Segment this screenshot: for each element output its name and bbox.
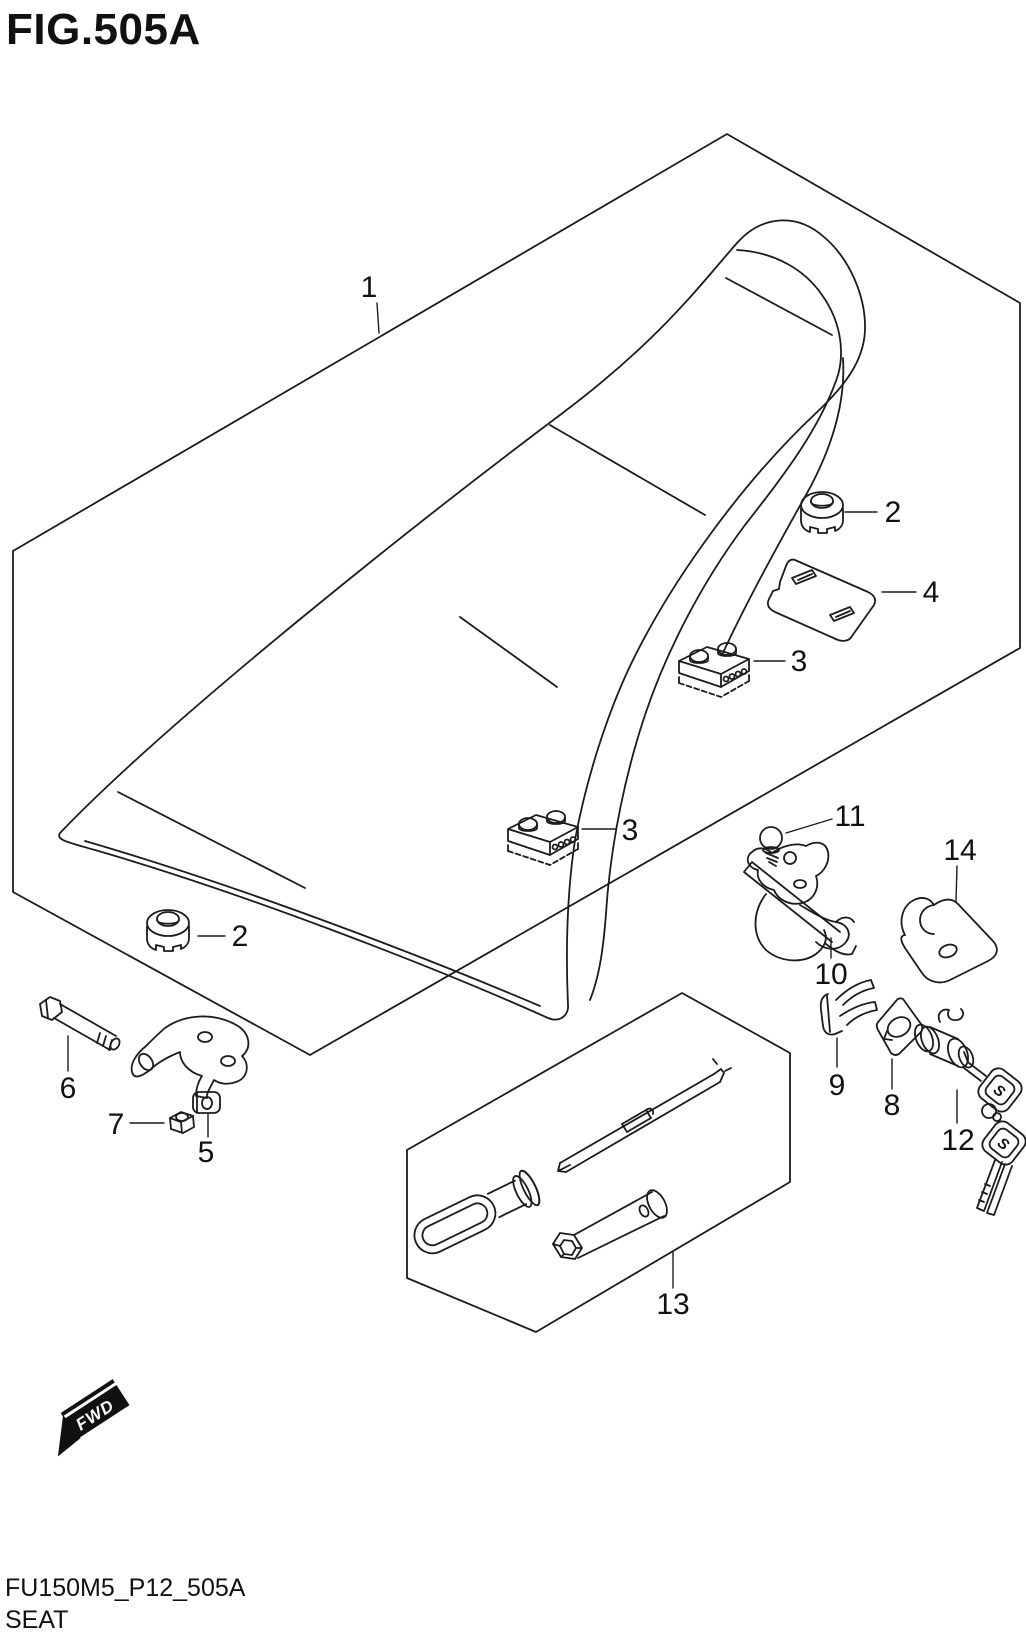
callout-6: 6 bbox=[60, 1072, 77, 1105]
seat-lock-assembly bbox=[743, 841, 857, 962]
seat-assembly bbox=[58, 219, 866, 1021]
callout-10: 10 bbox=[814, 958, 847, 991]
tool-kit bbox=[413, 1058, 732, 1260]
striker-bracket bbox=[900, 897, 998, 984]
seat-enclosure-box bbox=[12, 133, 1021, 1056]
callout-9: 9 bbox=[829, 1069, 846, 1102]
callout-1: 1 bbox=[361, 271, 378, 304]
seat-cushion-upper bbox=[800, 491, 844, 534]
doc-code: FU150M5_P12_505A bbox=[5, 1574, 246, 1602]
tool-socket-wrench bbox=[552, 1189, 668, 1260]
callout-7: 7 bbox=[108, 1108, 125, 1141]
callout-11: 11 bbox=[834, 800, 865, 833]
callout-2-upper: 2 bbox=[885, 496, 902, 529]
seat-nose-seam bbox=[589, 249, 842, 1001]
lock-plate bbox=[875, 997, 924, 1056]
seat-plate bbox=[766, 558, 877, 642]
seat-nut bbox=[169, 1111, 195, 1134]
callout-3-lower: 3 bbox=[622, 814, 639, 847]
callout-13: 13 bbox=[656, 1288, 689, 1321]
seat-damper-block-lower bbox=[507, 810, 579, 866]
seat-hinge-bracket bbox=[130, 1015, 250, 1114]
seat-side-seam bbox=[721, 357, 845, 656]
leader-lines bbox=[67, 302, 958, 1289]
seat-cushion-lower bbox=[146, 909, 190, 952]
suzuki-key-logo-2: S bbox=[994, 1134, 1012, 1154]
callout-14: 14 bbox=[943, 834, 976, 867]
doc-title: SEAT bbox=[5, 1606, 68, 1634]
seat-outline bbox=[58, 219, 866, 1021]
tool-screwdriver-handle bbox=[413, 1169, 541, 1255]
seat-bolt bbox=[39, 996, 121, 1051]
toolkit-enclosure-box bbox=[406, 992, 791, 1333]
lock-clip bbox=[819, 979, 878, 1036]
lock-screw bbox=[759, 826, 783, 867]
seat-crease-line-1 bbox=[549, 424, 706, 516]
seat-damper-block-upper bbox=[678, 642, 750, 698]
tool-driver-shaft bbox=[557, 1058, 732, 1173]
figure-title: FIG.505A bbox=[6, 5, 201, 54]
suzuki-key-logo-1: S bbox=[990, 1081, 1008, 1101]
key-2 bbox=[981, 1120, 1026, 1166]
fwd-arrow: FWD bbox=[57, 1379, 130, 1457]
seat-piping-line bbox=[84, 840, 541, 1007]
seat-crease-line-3 bbox=[725, 277, 833, 336]
callout-12: 12 bbox=[941, 1124, 974, 1157]
callout-5: 5 bbox=[198, 1136, 215, 1169]
callout-2-lower: 2 bbox=[232, 920, 249, 953]
callout-8: 8 bbox=[884, 1089, 901, 1122]
lock-set bbox=[914, 1008, 1026, 1216]
callout-3-upper: 3 bbox=[791, 645, 808, 678]
callout-4: 4 bbox=[923, 576, 940, 609]
seat-crease-line-2 bbox=[459, 616, 558, 688]
seat-crease-line-4 bbox=[117, 791, 306, 889]
